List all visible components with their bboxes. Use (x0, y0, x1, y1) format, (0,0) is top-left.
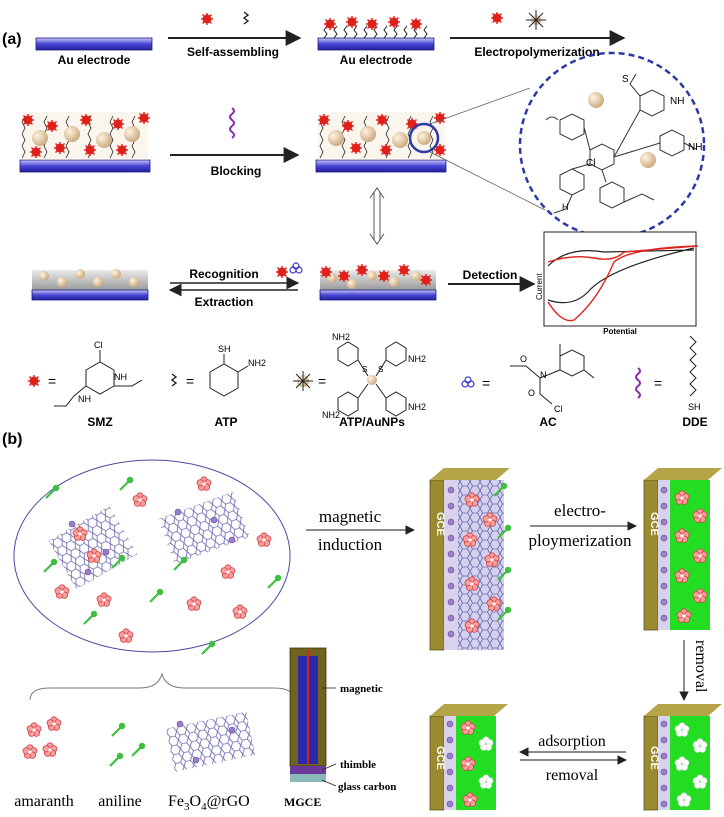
dashed-zoom-circle (518, 51, 706, 239)
legend-atp: = SH NH2 ATP (170, 344, 266, 429)
svg-text:NH: NH (114, 372, 127, 382)
svg-text:GCE: GCE (648, 746, 660, 770)
svg-text:SH: SH (688, 402, 701, 412)
au-electrode-label-2: Au electrode (340, 53, 413, 67)
svg-text:=: = (318, 373, 326, 389)
svg-text:O: O (528, 388, 535, 398)
aniline-label: aniline (98, 793, 142, 810)
svg-text:NH: NH (688, 142, 702, 153)
template-icon-2 (490, 11, 504, 25)
fe3o4-rgo-icon (165, 711, 256, 772)
svg-text:ATP/AuNPs: ATP/AuNPs (339, 415, 405, 429)
svg-text:DDE: DDE (682, 415, 707, 429)
plot-ylabel: Current (535, 273, 544, 300)
bare-au-electrode (35, 37, 153, 51)
gce-step4: GCE (429, 704, 508, 811)
electropolymerization-label: Electropolymerization (474, 45, 599, 59)
svg-text:SH: SH (218, 344, 231, 354)
svg-text:NH: NH (670, 96, 684, 107)
svg-text:NH2: NH2 (408, 402, 426, 412)
recognition-label: Recognition (189, 267, 258, 281)
aniline-icon (108, 721, 147, 768)
svg-text:GCE: GCE (434, 746, 446, 770)
magnetic-label: magnetic (319, 507, 382, 526)
svg-text:S: S (378, 365, 383, 374)
mgce-glass-carbon-label: glass carbon (338, 781, 396, 793)
legend-dde: = SH DDE (635, 335, 708, 429)
blocked-electrode-left (19, 111, 151, 173)
blocking-label: Blocking (211, 164, 262, 178)
dde-chain-icon (229, 107, 235, 139)
mgce-thimble-label: thimble (340, 759, 376, 771)
zoom-line-bottom (429, 151, 546, 211)
svg-text:SMZ: SMZ (87, 415, 112, 429)
atp-aunp-icon (526, 10, 546, 30)
recognition-template-icon (275, 265, 289, 279)
gce-step3: GCE (643, 704, 722, 811)
svg-text:S: S (622, 74, 629, 85)
svg-text:GCE: GCE (434, 512, 446, 536)
svg-text:S: S (362, 365, 367, 374)
electro-label: electro- (554, 501, 606, 520)
removal-left-label: removal (546, 767, 599, 784)
detection-label: Detection (463, 268, 518, 282)
svg-text:ATP: ATP (214, 415, 237, 429)
svg-text:NH2: NH2 (322, 410, 340, 420)
mgce-schematic (289, 647, 337, 787)
zoom-line-top (429, 87, 531, 125)
svg-text:GCE: GCE (648, 512, 660, 536)
svg-text:Cl: Cl (94, 340, 103, 350)
legend-smz: = Cl NH NH SMZ (27, 340, 143, 429)
cv-curve-black (547, 247, 695, 304)
double-arrow-vertical (369, 187, 385, 245)
svg-text:=: = (48, 373, 56, 389)
legend-brace (29, 672, 295, 701)
molecular-zoom-view: NH NH S Cl H (518, 51, 706, 239)
amaranth-icon (22, 716, 62, 759)
svg-text:Cl: Cl (586, 158, 595, 169)
amaranth-label: amaranth (14, 793, 74, 810)
cv-curve-red (547, 245, 699, 322)
svg-text:AC: AC (539, 415, 557, 429)
ploymerization-label: ploymerization (529, 531, 632, 550)
svg-text:=: = (482, 375, 490, 391)
svg-text:N: N (540, 370, 547, 380)
solution-ellipse (13, 459, 291, 656)
svg-text:NH2: NH2 (248, 358, 266, 368)
gce-step2: GCE (643, 468, 722, 631)
svg-text:NH: NH (78, 394, 91, 404)
fe3o4-rgo-label: Fe3O4@rGO (168, 793, 250, 813)
svg-text:NH2: NH2 (332, 332, 350, 342)
svg-text:=: = (186, 373, 194, 389)
template-icon (200, 12, 214, 26)
extraction-label: Extraction (195, 295, 254, 309)
mgce-label: MGCE (284, 795, 321, 809)
svg-text:=: = (654, 375, 662, 391)
au-electrode-label-1: Au electrode (58, 53, 131, 67)
mip-electrode (315, 111, 447, 173)
panel-a-label: (a) (2, 31, 22, 48)
ac-icon-small (289, 262, 303, 274)
rebound-electrode (319, 263, 437, 301)
removal-down-label: removal (692, 640, 709, 693)
svg-text:O: O (520, 354, 527, 364)
induction-label: induction (318, 535, 383, 554)
legend-ac: = O N O Cl AC (461, 344, 595, 429)
svg-text:H: H (562, 202, 569, 212)
legend-atp-aunps: = NH2 NH2 NH2 NH2 S S ATP/AuNPs (293, 332, 426, 429)
atp-chain-icon (242, 11, 250, 25)
mgce-magnetic-label: magnetic (340, 683, 383, 695)
svg-text:Cl: Cl (554, 404, 563, 414)
gce-step1: GCE (429, 468, 513, 651)
plot-xlabel: Potential (603, 327, 637, 336)
atp-modified-electrode (317, 15, 435, 51)
panel-b-label: (b) (2, 431, 22, 448)
self-assembling-label: Self-assembling (187, 45, 279, 59)
adsorption-label: adsorption (538, 733, 606, 750)
svg-text:NH2: NH2 (408, 354, 426, 364)
zoom-circle-small (408, 122, 440, 154)
extracted-electrode (31, 269, 149, 301)
cv-plot: Current Potential (535, 231, 699, 336)
